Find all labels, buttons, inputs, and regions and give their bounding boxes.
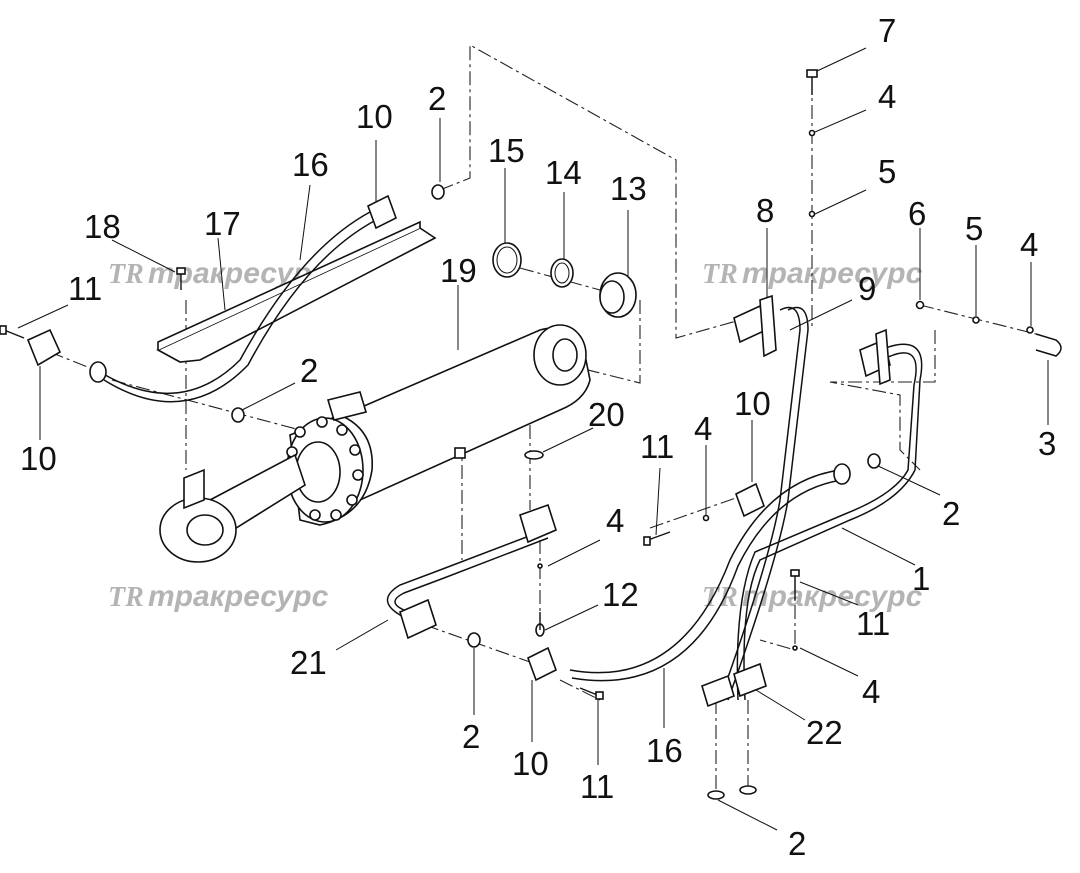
svg-text:тракресурс: тракресурс: [742, 257, 923, 290]
o-rings-2: [231, 184, 881, 800]
bolt-18: [176, 267, 186, 290]
split-flange-10-left: [26, 328, 62, 367]
svg-text:тракресурс: тракресурс: [148, 580, 329, 613]
callout-9: 9: [858, 270, 876, 307]
hose-16-lower: [569, 463, 851, 682]
callout-10: 10: [512, 745, 549, 782]
callout-17: 17: [204, 205, 241, 242]
split-flange-10-top: [367, 194, 397, 230]
wiper-seal-13: [599, 272, 637, 318]
svg-text:TR: TR: [108, 582, 144, 613]
bolt-12: [535, 612, 545, 637]
split-flange-10-bottom: [527, 646, 557, 682]
callout-16: 16: [646, 732, 683, 769]
svg-text:TR: TR: [702, 582, 738, 613]
callout-12: 12: [602, 576, 639, 613]
svg-text:тракресурс: тракресурс: [742, 580, 923, 613]
callout-1: 1: [912, 560, 930, 597]
seal-ring-14: [550, 258, 574, 288]
callout-6: 6: [908, 195, 926, 232]
callout-22: 22: [806, 714, 843, 751]
callout-3: 3: [1038, 425, 1056, 462]
tube-21: [386, 503, 557, 640]
callout-11: 11: [580, 768, 614, 805]
callout-10: 10: [734, 385, 771, 422]
seal-ring-15: [492, 242, 522, 278]
callout-4: 4: [694, 410, 712, 447]
callout-11: 11: [68, 270, 102, 307]
callout-21: 21: [290, 644, 327, 681]
callout-2: 2: [462, 718, 480, 755]
callout-labels: 7 4 5 6 5 4 3 8 9 2 10 16 17 18 11 10 15…: [20, 12, 1056, 862]
cover-plate-17: [156, 220, 437, 363]
watermark-bottom-left: TR тракресурс: [108, 580, 329, 613]
svg-text:TR: TR: [108, 259, 144, 290]
bolts-11: [0, 325, 800, 700]
callout-4: 4: [606, 502, 624, 539]
callout-5: 5: [878, 153, 896, 190]
bolt-7: [806, 69, 818, 95]
callout-2: 2: [942, 495, 960, 532]
callout-5: 5: [965, 210, 983, 247]
bracket-right: [859, 328, 891, 386]
callout-4: 4: [878, 78, 896, 115]
flange-bolts: [286, 416, 364, 521]
o-ring-20: [524, 450, 544, 460]
clamp-22: [701, 662, 767, 708]
callout-2: 2: [300, 352, 318, 389]
callout-18: 18: [84, 208, 121, 245]
callout-13: 13: [610, 170, 647, 207]
callout-20: 20: [588, 396, 625, 433]
watermark-bottom-right: TR тракресурс: [702, 580, 923, 613]
callout-2: 2: [428, 80, 446, 117]
u-bolt-3: [1035, 333, 1062, 357]
hose-16-upper: [89, 211, 377, 403]
watermark-top-right: TR тракресурс: [702, 257, 923, 290]
callout-4: 4: [1020, 226, 1038, 263]
split-flange-10-mid: [735, 482, 765, 518]
tube-1: [736, 343, 923, 701]
hydraulic-cylinder: [159, 324, 591, 563]
callout-16: 16: [292, 146, 329, 183]
callout-19: 19: [440, 252, 477, 289]
callout-7: 7: [878, 12, 896, 49]
callout-10: 10: [356, 98, 393, 135]
tube-9: [719, 306, 809, 701]
svg-text:TR: TR: [702, 259, 738, 290]
callout-2: 2: [788, 825, 806, 862]
callout-14: 14: [545, 154, 582, 191]
callout-8: 8: [756, 192, 774, 229]
washers-and-nuts: [537, 129, 1034, 651]
callout-11: 11: [640, 428, 674, 465]
callout-11: 11: [856, 605, 890, 642]
callout-4: 4: [862, 673, 880, 710]
callout-10: 10: [20, 440, 57, 477]
bracket-8: [733, 294, 777, 358]
callout-15: 15: [488, 132, 525, 169]
